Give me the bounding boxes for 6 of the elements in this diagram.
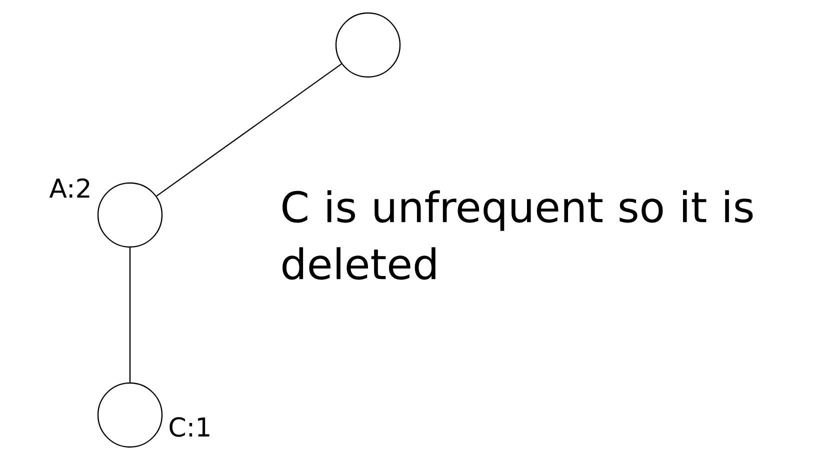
node-label: C:1 (170, 417, 210, 437)
tree-node-circle (335, 12, 401, 78)
tree-edge (156, 63, 342, 197)
tree-edge (129, 248, 131, 382)
node-label: A:2 (49, 178, 90, 198)
note-text: C is unfrequent so it is deleted (282, 190, 753, 280)
